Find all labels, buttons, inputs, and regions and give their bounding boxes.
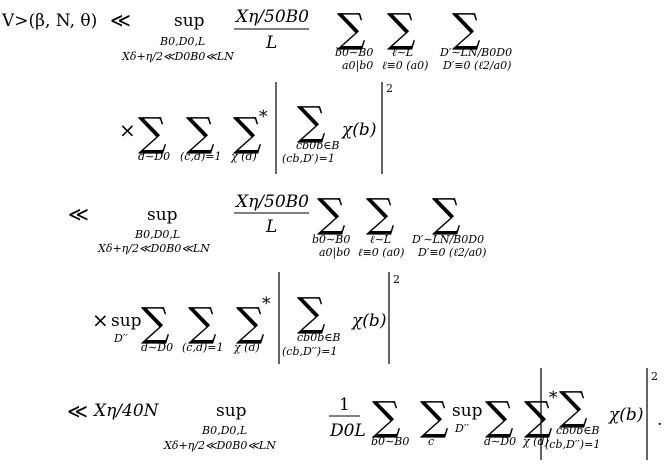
sum-symbol-chi: ∑ [233,110,262,156]
sum-ell-row3-subscript-line2: ℓ≡0 (a0) [358,246,404,259]
sup-row5b-subscript: D′′ [454,422,469,435]
sum-dprime-subscript-line1: D′∼LN/B0D0 [439,46,512,59]
sum-chi-star: * [259,107,268,127]
chi-b: χ(b) [341,120,376,140]
sum-chi-row4-subscript: χ (d) [233,341,260,354]
square-exponent-row4: 2 [393,273,400,286]
sup-subscript-line2: Xδ+η/2≪D0B0≪LN [121,50,234,63]
sup-subscript-row3-line1: B0,D0,L [134,228,180,241]
sup-subscript-line1: B0,D0,L [159,35,205,48]
sum-symbol-d: ∑ [138,110,167,156]
sum-symbol-dprime: ∑ [452,6,481,52]
inner-sum-subscript-line1: cb0b∈B [296,139,339,152]
leading-factor: Xη/40N [92,401,160,421]
sum-c-row5-subscript: c [428,435,434,448]
sum-chi-subscript: χ (d) [230,150,257,163]
sup-operator-row5b: sup [452,401,483,421]
final-period: . [657,410,662,430]
sum-chi-row5-subscript: χ (d) [522,435,549,448]
chi-b-row5: χ(b) [608,405,643,425]
fraction-numerator: Xη/50B0 [234,7,309,27]
relation-ll: ≪ [110,8,131,32]
chi-b-row4: χ(b) [351,311,386,331]
sum-symbol-inner: ∑ [297,99,326,145]
sum-symbol-b0-row5: ∑ [372,394,401,440]
sup-subscript-row3-line2: Xδ+η/2≪D0B0≪LN [97,242,210,255]
sup-operator-row5: sup [216,401,247,421]
sum-ell-subscript-line1: ℓ∼L [392,46,413,59]
fraction-numerator-row3: Xη/50B0 [234,192,309,212]
sum-ell-subscript-line2: ℓ≡0 (a0) [382,59,428,72]
sum-ell-row3-subscript-line1: ℓ∼L [370,233,391,246]
sum-symbol-chi-row4: ∑ [236,300,265,346]
times-sign-row2: × [119,118,136,142]
sum-symbol-ell-row3: ∑ [366,191,395,237]
sum-d-row4-subscript: d∼D0 [141,341,173,354]
sum-dprime-row3-subscript-line1: D′∼LN/B0D0 [411,233,484,246]
sum-symbol-dprime-row3: ∑ [432,191,461,237]
sum-b0-row3-subscript-line1: b0∼B0 [312,233,350,246]
sup-operator-row4: sup [111,311,142,331]
square-exponent-row5: 2 [651,370,658,383]
inner-sum-row5-subscript-line2: (cb,D′′)=1 [545,438,600,451]
sum-b0-subscript-line1: b0∼B0 [335,46,373,59]
sum-symbol-inner-row5: ∑ [559,384,588,430]
sum-c-row4-subscript: (c,d)=1 [182,341,224,354]
sum-chi-row4-star: * [262,294,271,314]
sum-symbol-ell: ∑ [387,6,416,52]
sum-b0-row5-subscript: b0∼B0 [371,435,409,448]
fraction-denominator-row3: L [265,217,277,237]
sum-symbol-chi-row5: ∑ [524,394,553,440]
sum-symbol-c-row5: ∑ [420,394,449,440]
sum-dprime-subscript-line2: D′≡0 (ℓ2/a0) [442,59,511,72]
inner-sum-row4-subscript-line1: cb0b∈B [297,331,340,344]
inner-sum-subscript-line2: (cb,D′)=1 [282,152,335,165]
relation-ll-row5: ≪ [67,399,88,423]
sum-b0-subscript-line2: a0|b0 [342,59,373,73]
sum-d-subscript: d∼D0 [138,150,170,163]
fraction-denominator-row5: D0L [329,421,366,441]
sum-symbol-b0-row3: ∑ [317,191,346,237]
sup-row5-subscript-line2: Xδ+η/2≪D0B0≪LN [163,439,276,452]
sum-c-subscript: (c,d)=1 [180,150,222,163]
sum-b0-row3-subscript-line2: a0|b0 [319,246,350,260]
sum-symbol-d-row4: ∑ [141,300,170,346]
sup-row5-subscript-line1: B0,D0,L [201,424,247,437]
sum-symbol-inner-row4: ∑ [297,290,326,336]
inner-sum-row5-subscript-line1: cb0b∈B [556,424,599,437]
relation-ll-row3: ≪ [68,202,89,226]
sum-symbol-b0: ∑ [337,6,366,52]
sum-symbol-c: ∑ [186,110,215,156]
square-exponent: 2 [386,82,393,95]
sum-symbol-c-row4: ∑ [188,300,217,346]
sum-dprime-row3-subscript-line2: D′≡0 (ℓ2/a0) [417,246,486,259]
times-sign-row4: × [92,308,109,332]
sup-row4-subscript: D′′ [113,332,128,345]
sup-operator: sup [174,11,205,31]
sum-symbol-d-row5: ∑ [485,394,514,440]
inner-sum-row4-subscript-line2: (cb,D′′)=1 [282,345,337,358]
lhs-expression: V>(β, N, θ) [1,11,97,31]
sum-chi-row5-star: * [549,388,558,408]
sup-operator-row3: sup [147,205,178,225]
fraction-denominator: L [265,33,277,53]
fraction-numerator-row5: 1 [339,395,350,415]
sum-d-row5-subscript: d∼D0 [484,435,516,448]
